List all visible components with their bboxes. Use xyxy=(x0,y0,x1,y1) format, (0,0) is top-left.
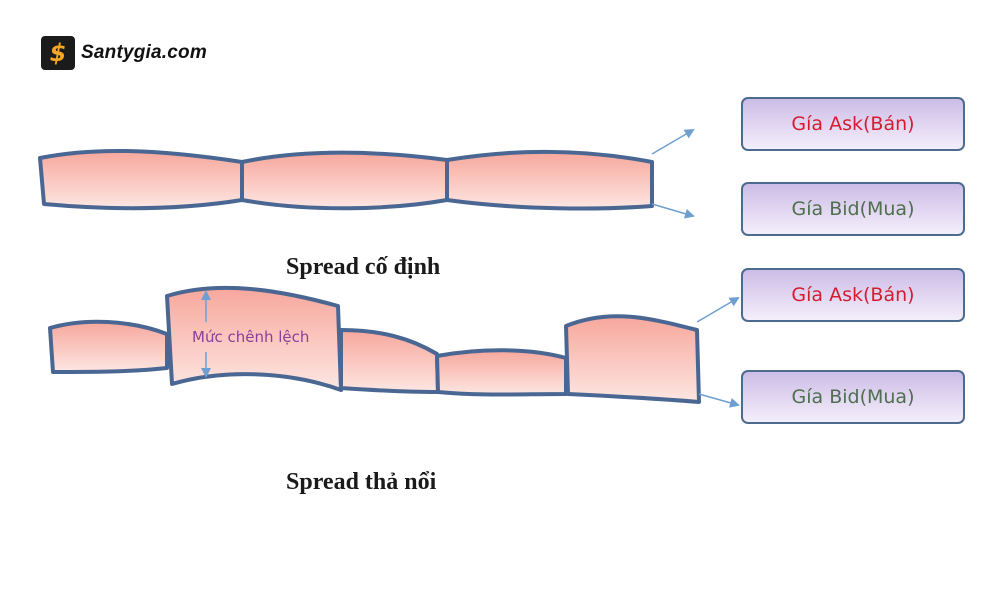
logo-text: Santygia.com xyxy=(81,42,207,63)
floating-segment-4 xyxy=(435,348,568,397)
floating-spread-caption: Spread thả nổi xyxy=(286,469,437,495)
fixed-segment-2 xyxy=(240,150,449,211)
fixed-segment-3 xyxy=(445,149,654,211)
floating-spread-band xyxy=(48,285,701,404)
floating-ask-label: Gía Ask(Bán) xyxy=(791,284,915,306)
floating-bid-arrow xyxy=(698,393,740,408)
floating-ask-arrow xyxy=(696,296,740,323)
floating-segment-1 xyxy=(48,319,169,374)
fixed-ask-box: Gía Ask(Bán) xyxy=(741,97,965,151)
floating-bid-box: Gía Bid(Mua) xyxy=(741,370,965,424)
fixed-spread-band xyxy=(38,148,654,211)
fixed-ask-arrow xyxy=(651,128,695,155)
floating-segment-5 xyxy=(564,314,701,404)
fixed-bid-arrow xyxy=(651,203,695,219)
fixed-bid-box: Gía Bid(Mua) xyxy=(741,182,965,236)
santygia-logo: $ Santygia.com xyxy=(41,36,207,70)
fixed-ask-label: Gía Ask(Bán) xyxy=(791,113,915,135)
dollar-icon: $ xyxy=(41,36,75,70)
fixed-bid-label: Gía Bid(Mua) xyxy=(791,198,915,220)
spread-difference-label: Mức chênh lệch xyxy=(192,328,310,346)
floating-ask-box: Gía Ask(Bán) xyxy=(741,268,965,322)
floating-segment-3 xyxy=(339,328,440,394)
fixed-spread-caption: Spread cố định xyxy=(286,254,441,280)
floating-bid-label: Gía Bid(Mua) xyxy=(791,386,915,408)
fixed-segment-1 xyxy=(38,148,244,211)
